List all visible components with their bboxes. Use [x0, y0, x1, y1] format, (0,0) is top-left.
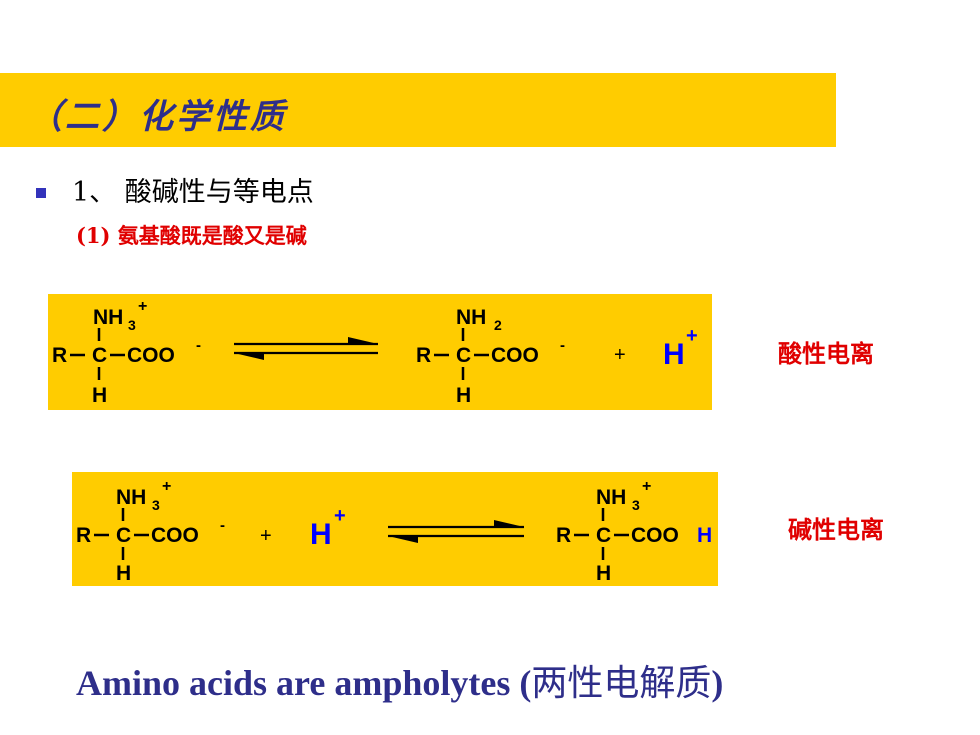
carboxylate-group: COO [127, 344, 175, 367]
alpha-carbon: C [596, 524, 611, 547]
title-bar: （二）化学性质 [0, 73, 836, 147]
amino-group-label: NH [456, 306, 486, 329]
molecule-left: NH 3 + R C COO - H [52, 298, 201, 407]
alpha-hydrogen: H [596, 562, 611, 585]
alpha-carbon: C [116, 524, 131, 547]
carboxylate-group: COO [151, 524, 199, 547]
amino-subscript: 2 [494, 317, 502, 333]
alpha-carbon: C [456, 344, 471, 367]
footer-statement: Amino acids are ampholytes (两性电解质) [76, 654, 723, 706]
reaction-basic-box: NH 3 + R C COO - H + H + NH 3 + R [72, 472, 718, 586]
alpha-hydrogen: H [116, 562, 131, 585]
amino-group-label: NH [93, 306, 123, 329]
acidic-ionization-label: 酸性电离 [778, 339, 874, 368]
footer-english: Amino acids are ampholytes ( [76, 663, 532, 703]
proton-charge: + [334, 505, 346, 527]
amino-subscript: 3 [632, 497, 640, 513]
r-group: R [416, 344, 431, 367]
r-group: R [76, 524, 91, 547]
reaction-acidic-diagram: NH 3 + R C COO - H NH 2 R C COO [52, 298, 698, 407]
amino-charge: + [642, 478, 651, 495]
carboxylate-charge: - [196, 337, 201, 354]
amino-charge: + [162, 478, 171, 495]
reaction-acidic-box: NH 3 + R C COO - H NH 2 R C COO [48, 294, 712, 410]
subheading: (1) 氨基酸既是酸又是碱 [76, 223, 307, 248]
footer-chinese: 两性电解质 [531, 663, 712, 704]
plus-sign: + [260, 525, 272, 547]
proton: H [310, 518, 332, 551]
plus-sign: + [614, 344, 626, 366]
footer-close: ) [711, 663, 724, 703]
bullet-marker [36, 188, 46, 198]
amino-group-label: NH [116, 486, 146, 509]
amino-subscript: 3 [152, 497, 160, 513]
carboxyl-group: COO [631, 524, 679, 547]
bullet-heading: 1、 酸碱性与等电点 [72, 177, 314, 208]
carboxyl-hydrogen: H [697, 524, 712, 547]
proton: H [663, 338, 685, 371]
carboxylate-group: COO [491, 344, 539, 367]
carboxylate-charge: - [220, 517, 225, 534]
equilibrium-arrow [234, 337, 378, 360]
equilibrium-arrow [388, 520, 524, 543]
proton-charge: + [686, 325, 698, 347]
amino-charge: + [138, 298, 147, 315]
basic-ionization-label: 碱性电离 [788, 515, 884, 544]
page-title: （二）化学性质 [28, 97, 287, 137]
r-group: R [52, 344, 67, 367]
amino-group-label: NH [596, 486, 626, 509]
alpha-hydrogen: H [456, 384, 471, 407]
molecule-left: NH 3 + R C COO - H [76, 478, 225, 585]
alpha-carbon: C [92, 344, 107, 367]
reaction-basic-diagram: NH 3 + R C COO - H + H + NH 3 + R [76, 478, 712, 585]
carboxylate-charge: - [560, 337, 565, 354]
molecule-right: NH 2 R C COO - H [416, 306, 565, 407]
molecule-right: NH 3 + R C COO H H [556, 478, 712, 585]
alpha-hydrogen: H [92, 384, 107, 407]
r-group: R [556, 524, 571, 547]
amino-subscript: 3 [128, 317, 136, 333]
